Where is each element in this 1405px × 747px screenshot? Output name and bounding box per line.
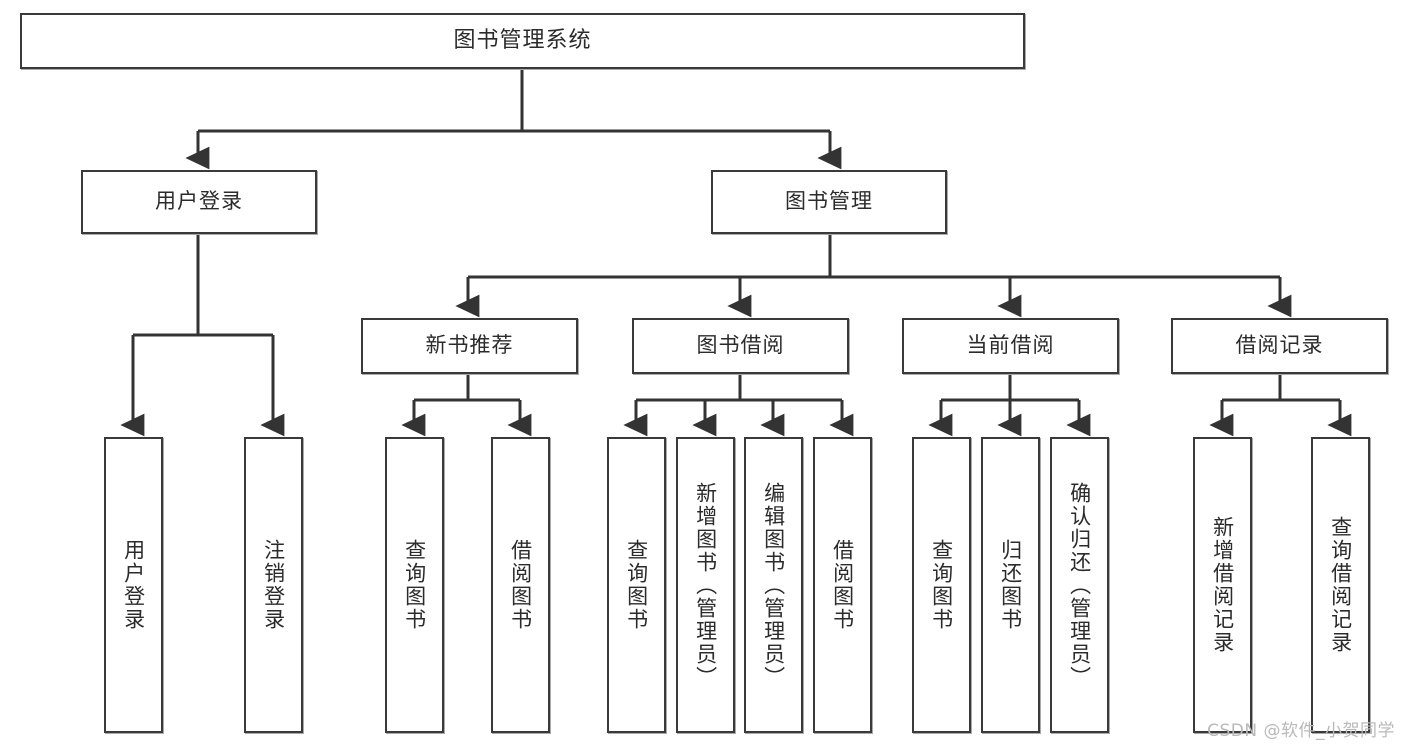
node-label: 编辑图书（管理员） xyxy=(761,481,786,689)
leaf-query-book-borrow[interactable]: 查询图书 xyxy=(607,437,666,733)
leaf-query-book-current[interactable]: 查询图书 xyxy=(912,437,971,733)
node-new-book-recommend[interactable]: 新书推荐 xyxy=(361,318,578,374)
node-label: 借阅图书 xyxy=(508,539,533,631)
node-current-borrow[interactable]: 当前借阅 xyxy=(902,318,1119,374)
leaf-edit-book-admin[interactable]: 编辑图书（管理员） xyxy=(744,437,803,733)
node-label: 归还图书 xyxy=(998,539,1023,631)
node-label: 借阅图书 xyxy=(830,539,855,631)
node-label: 新书推荐 xyxy=(425,333,514,358)
leaf-add-book-admin[interactable]: 新增图书（管理员） xyxy=(676,437,735,733)
node-label: 用户登录 xyxy=(121,539,146,631)
leaf-confirm-return-admin[interactable]: 确认归还（管理员） xyxy=(1050,437,1109,733)
node-label: 查询图书 xyxy=(402,539,427,631)
leaf-return-book[interactable]: 归还图书 xyxy=(981,437,1040,733)
node-book-management[interactable]: 图书管理 xyxy=(711,170,947,234)
node-label: 当前借阅 xyxy=(966,333,1055,358)
leaf-borrow-book[interactable]: 借阅图书 xyxy=(813,437,872,733)
node-label: 新增图书（管理员） xyxy=(693,481,718,689)
node-label: 查询图书 xyxy=(929,539,954,631)
node-label: 新增借阅记录 xyxy=(1210,516,1235,654)
node-label: 查询图书 xyxy=(624,539,649,631)
watermark: CSDN @软件_小贺同学 xyxy=(1207,721,1395,741)
node-book-borrow[interactable]: 图书借阅 xyxy=(632,318,849,374)
node-label: 图书借阅 xyxy=(696,333,785,358)
node-label: 确认归还（管理员） xyxy=(1067,481,1092,689)
node-label: 查询借阅记录 xyxy=(1328,516,1353,654)
node-root-system[interactable]: 图书管理系统 xyxy=(20,13,1025,69)
leaf-query-book-recommend[interactable]: 查询图书 xyxy=(385,437,444,733)
leaf-query-borrow-record[interactable]: 查询借阅记录 xyxy=(1311,437,1370,733)
node-label: 图书管理 xyxy=(785,189,873,214)
node-label: 图书管理系统 xyxy=(453,27,592,53)
node-label: 注销登录 xyxy=(261,539,286,631)
leaf-user-logout[interactable]: 注销登录 xyxy=(244,437,303,733)
node-label: 用户登录 xyxy=(155,189,243,214)
node-label: 借阅记录 xyxy=(1235,333,1324,358)
leaf-add-borrow-record[interactable]: 新增借阅记录 xyxy=(1193,437,1252,733)
leaf-borrow-book-recommend[interactable]: 借阅图书 xyxy=(491,437,550,733)
node-user-login[interactable]: 用户登录 xyxy=(81,170,317,234)
node-borrow-records[interactable]: 借阅记录 xyxy=(1171,318,1388,374)
leaf-user-login[interactable]: 用户登录 xyxy=(104,437,163,733)
